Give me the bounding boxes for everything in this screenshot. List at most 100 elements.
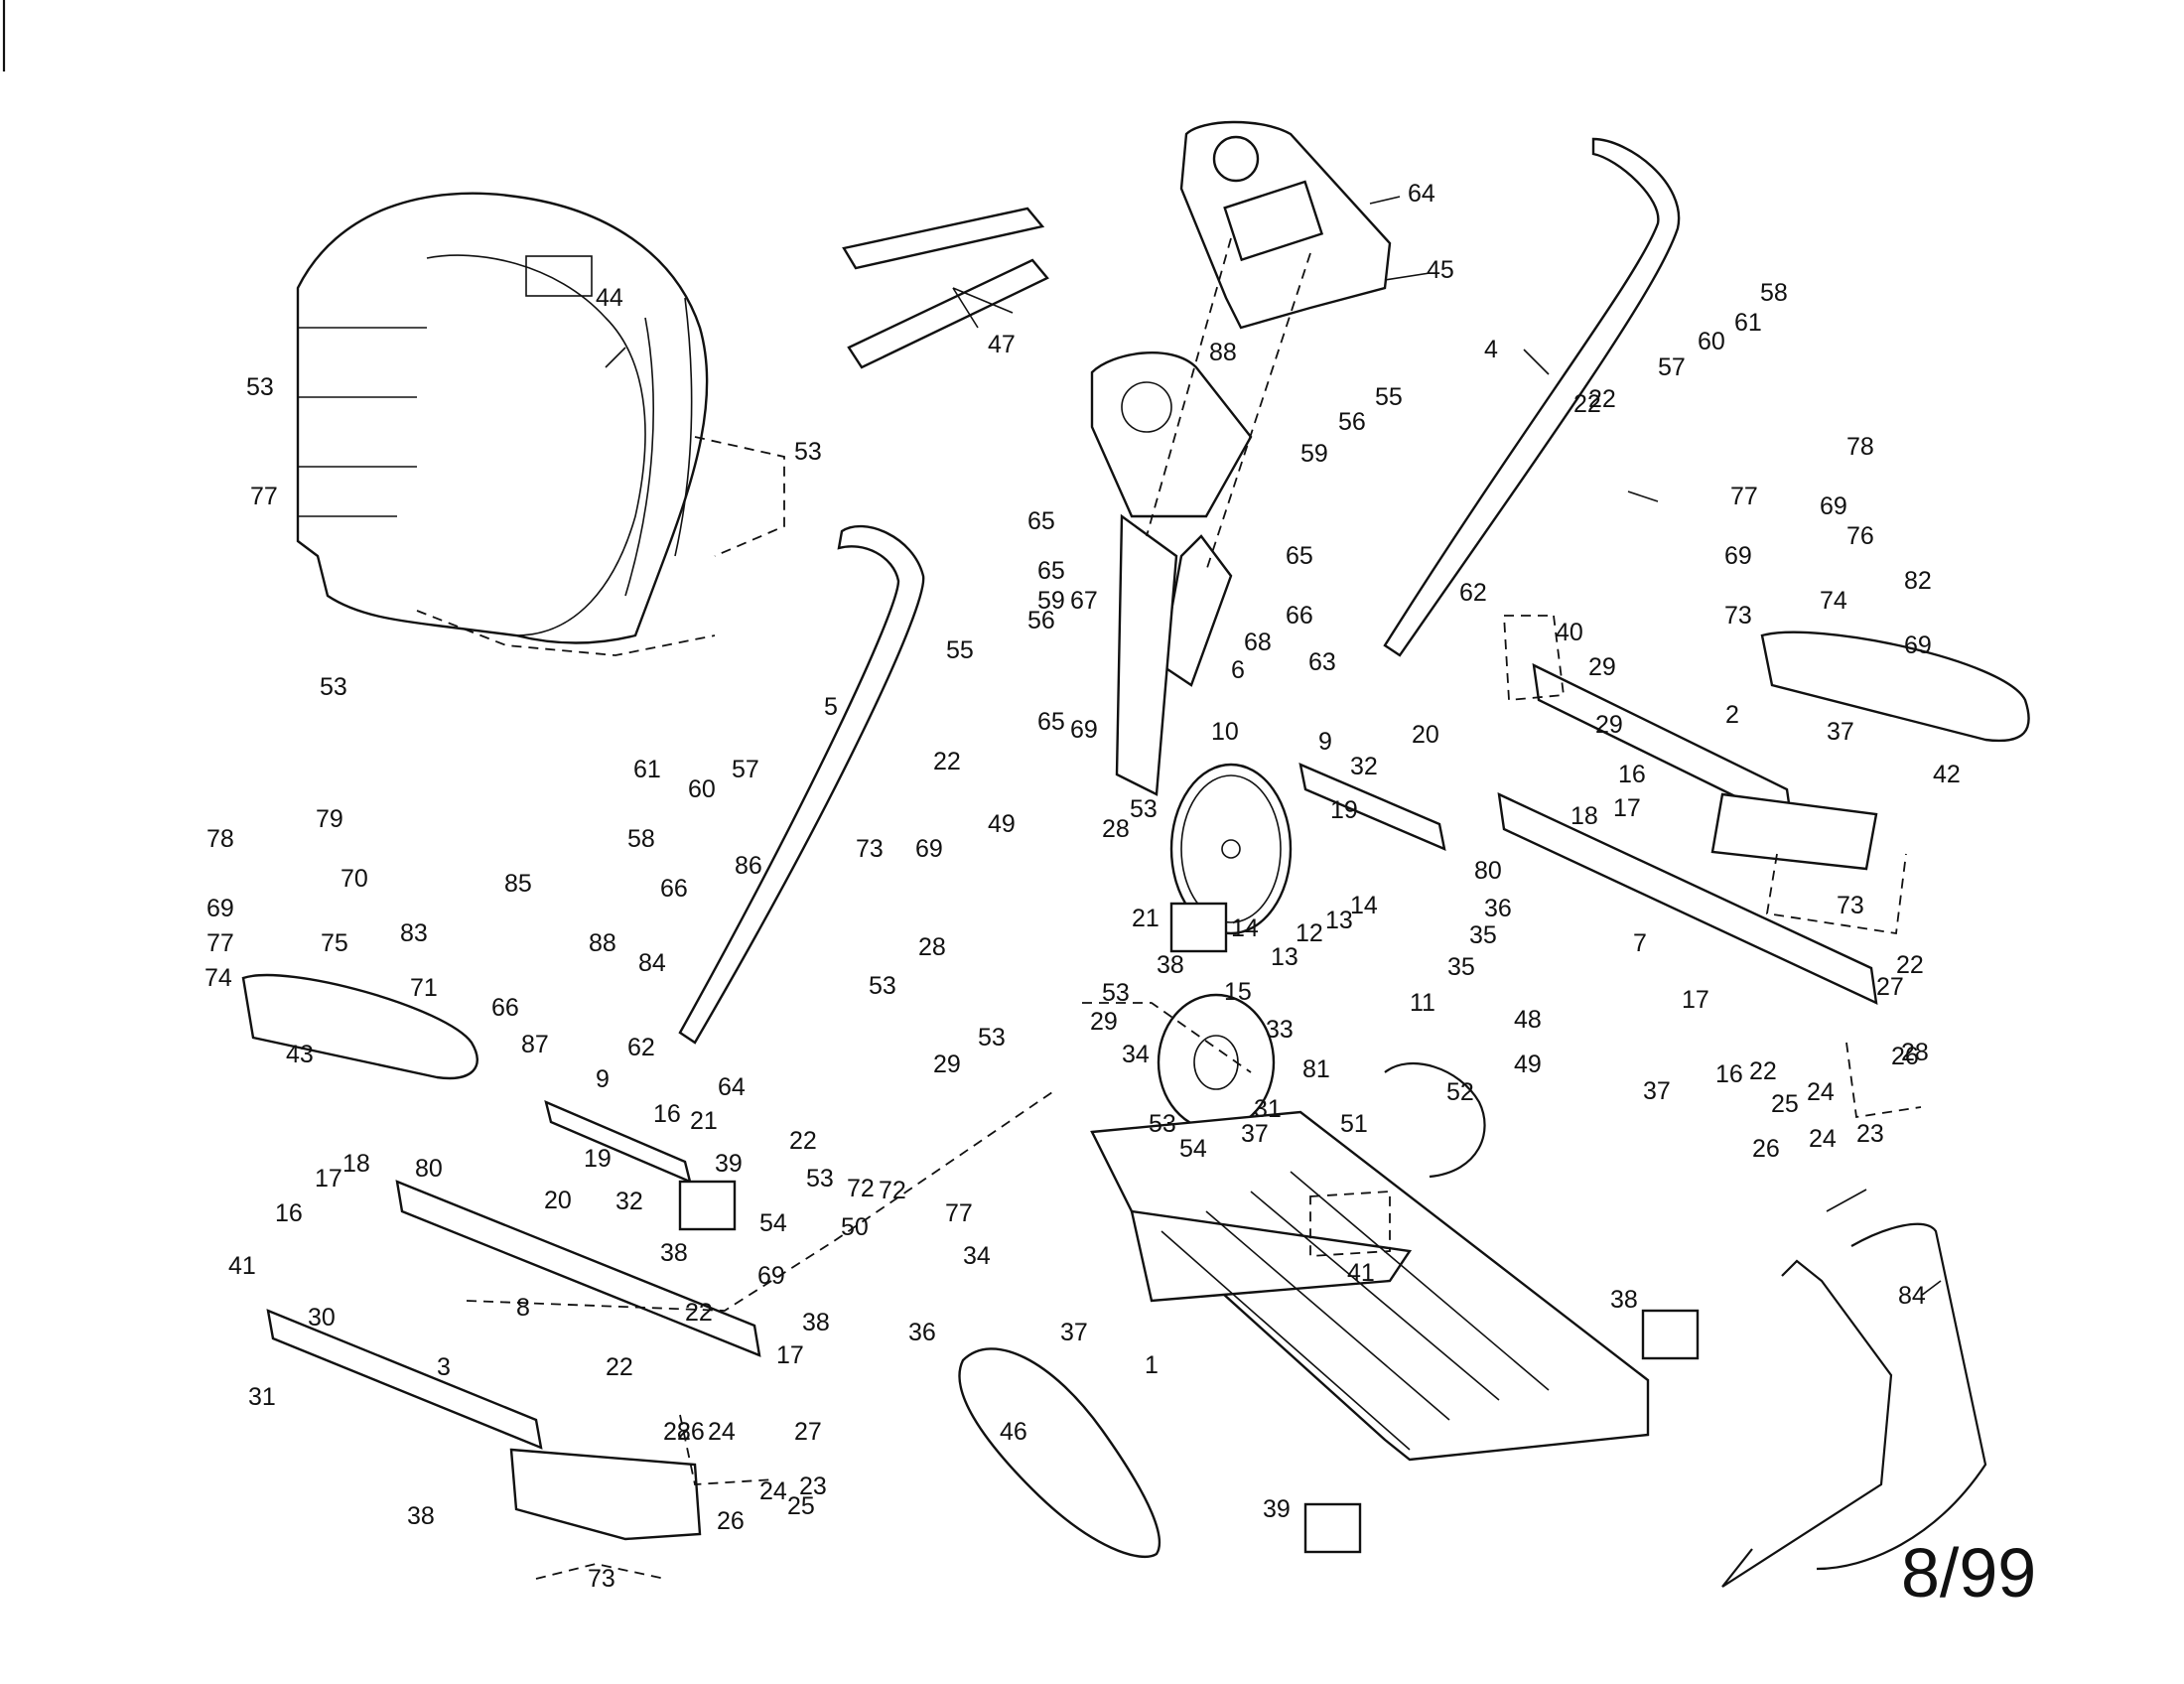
callout-label: 77: [250, 483, 278, 510]
callout-label: 83: [400, 919, 428, 947]
callout-label: 18: [342, 1150, 370, 1178]
callout-label: 52: [1446, 1078, 1474, 1106]
callout-label: 68: [1244, 629, 1272, 656]
callout-label: 25: [1771, 1090, 1799, 1118]
callout-label: 35: [1469, 921, 1497, 949]
callout-label: 11: [1410, 989, 1435, 1017]
callout-label: 41: [228, 1252, 256, 1280]
callout-label: 29: [933, 1051, 961, 1078]
callout-label: 72: [879, 1177, 906, 1204]
callout-label: 82: [1904, 567, 1932, 595]
callout-label: 22: [685, 1299, 713, 1327]
callout-label: 43: [286, 1041, 314, 1068]
callout-label: 81: [1302, 1055, 1330, 1083]
callout-label: 80: [1474, 857, 1502, 885]
callout-label: 16: [653, 1100, 681, 1128]
callout-label: 23: [799, 1473, 827, 1500]
callout-label: 38: [1610, 1286, 1638, 1314]
callout-label: 62: [627, 1034, 655, 1061]
callout-label: 31: [248, 1383, 276, 1411]
callout-label: 38: [407, 1502, 435, 1530]
end-caps: [678, 902, 1700, 1554]
callout-label: 29: [1595, 711, 1623, 739]
callout-label: 38: [660, 1239, 688, 1267]
callout-label: 21: [690, 1107, 718, 1135]
callout-label: 85: [504, 870, 532, 898]
callout-label: 42: [1933, 761, 1961, 788]
callout-label: 49: [988, 810, 1016, 838]
callout-label: 61: [633, 756, 661, 783]
callout-label: 76: [1846, 522, 1874, 550]
callout-label: 20: [1412, 721, 1439, 749]
callout-label: 27: [1876, 973, 1904, 1001]
callout-label: 17: [776, 1341, 804, 1369]
callout-label: 4: [1484, 336, 1498, 363]
callout-label: 31: [1254, 1095, 1282, 1123]
callout-label: 24: [708, 1418, 736, 1446]
callout-label: 58: [627, 825, 655, 853]
callout-label: 29: [1588, 653, 1616, 681]
callout-label: 66: [660, 875, 688, 903]
callout-label: 16: [1715, 1060, 1743, 1088]
callout-label: 13: [1325, 907, 1353, 934]
console-upright: [1090, 120, 1392, 796]
callout-label: 57: [732, 756, 759, 783]
callout-label: 18: [1570, 802, 1598, 830]
callout-label: 73: [856, 835, 884, 863]
callout-label: 24: [1807, 1078, 1835, 1106]
artwork: [2, 0, 2030, 1588]
callout-label: 56: [1338, 408, 1366, 436]
callout-label: 27: [794, 1418, 822, 1446]
callout-label: 58: [1760, 279, 1788, 307]
callout-label: 53: [794, 438, 822, 466]
callout-label: 88: [589, 929, 616, 957]
callout-label: 37: [1643, 1077, 1671, 1105]
callout-label: 60: [688, 775, 716, 803]
callout-label: 37: [1241, 1120, 1269, 1148]
handle-grips: [842, 207, 1049, 369]
callout-label: 80: [415, 1155, 443, 1183]
callout-label: 24: [759, 1477, 787, 1505]
callout-label: 28: [1901, 1039, 1929, 1066]
callout-label: 22: [606, 1353, 633, 1381]
callout-label: 37: [1827, 718, 1854, 746]
callout-label: 26: [717, 1507, 745, 1535]
callout-label: 25: [787, 1492, 815, 1520]
callout-label: 47: [988, 331, 1016, 358]
callout-label: 65: [1027, 507, 1055, 535]
callout-label: 48: [1514, 1006, 1542, 1034]
wire-parts: [1721, 1222, 1987, 1588]
brake-band: [1384, 1062, 1486, 1179]
callout-label: 55: [1375, 383, 1403, 411]
callout-label: 69: [915, 835, 943, 863]
callout-label: 37: [1060, 1319, 1088, 1346]
callout-label: 53: [806, 1165, 834, 1193]
shroud-part: [296, 192, 709, 644]
callout-label: 7: [1633, 929, 1647, 957]
callout-label: 34: [963, 1242, 991, 1270]
callout-label: 69: [1820, 492, 1847, 520]
callout-label: 5: [824, 693, 838, 721]
callout-label: 55: [946, 636, 974, 664]
callout-label: 17: [1613, 794, 1641, 822]
callout-label: 65: [1037, 557, 1065, 585]
callout-label: 53: [1130, 795, 1158, 823]
callout-label: 13: [1271, 943, 1298, 971]
callout-label: 22: [1573, 390, 1601, 418]
callout-label: 69: [206, 895, 234, 922]
callout-label: 17: [315, 1165, 342, 1193]
callout-label: 59: [1300, 440, 1328, 468]
callout-label: 38: [1157, 951, 1184, 979]
callout-label: 74: [1820, 587, 1847, 615]
callout-label: 22: [1749, 1057, 1777, 1085]
callout-label: 39: [1263, 1495, 1291, 1523]
callout-label: 19: [584, 1145, 612, 1173]
callout-label: 28: [918, 933, 946, 961]
callout-label: 77: [1730, 483, 1758, 510]
callout-label: 84: [1898, 1282, 1926, 1310]
callout-label: 49: [1514, 1051, 1542, 1078]
callout-label: 73: [1724, 602, 1752, 630]
callout-label: 73: [1837, 892, 1864, 919]
callout-label: 71: [410, 974, 438, 1002]
callout-label: 73: [588, 1565, 615, 1593]
